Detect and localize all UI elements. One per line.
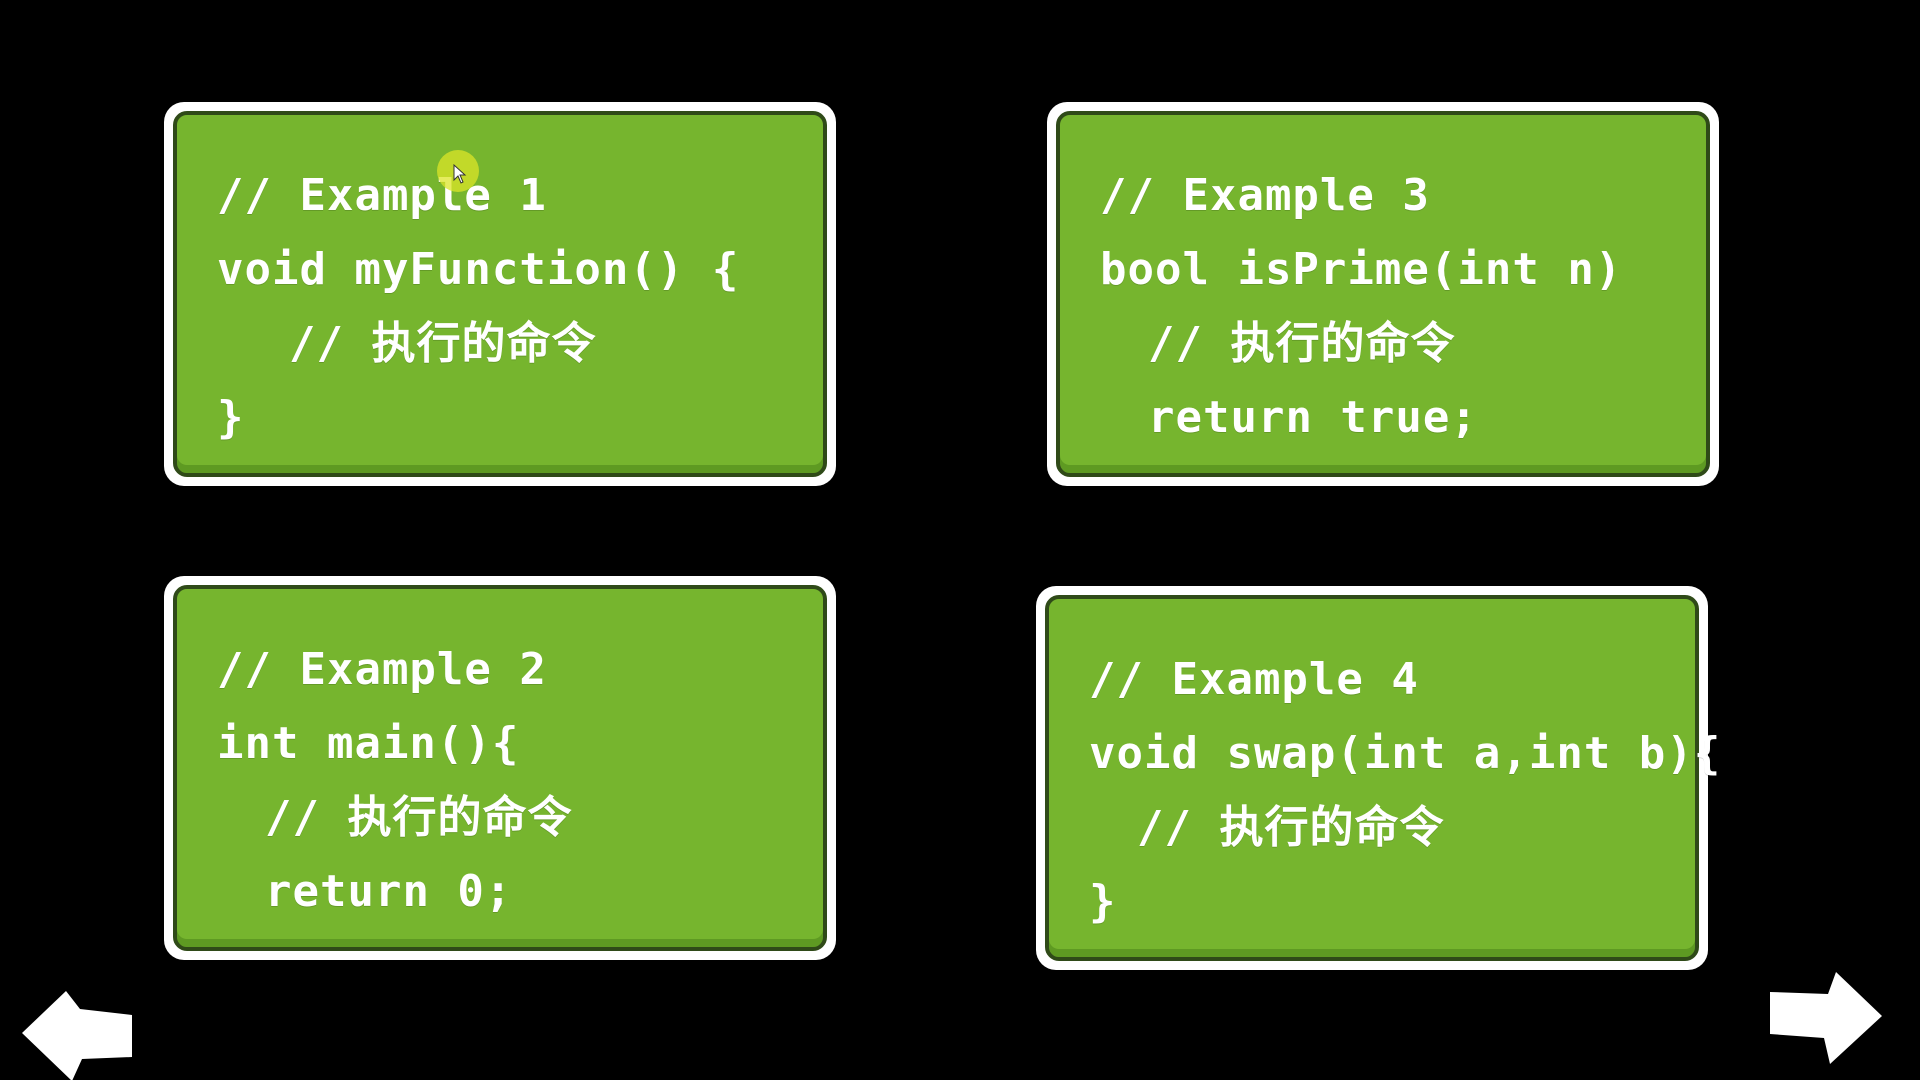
code-comment: // 执行的命令 — [1148, 318, 1456, 369]
code-card-body: // Example 4 void swap(int a,int b){ // … — [1045, 595, 1722, 961]
code-line: int main(){ — [217, 718, 520, 769]
code-card-example-1: // Example 1 void myFunction() { // 执行的命… — [164, 102, 836, 486]
next-slide-button[interactable] — [1766, 968, 1886, 1078]
code-card-body: // Example 2 int main(){ // 执行的命令 return… — [173, 585, 827, 951]
mouse-cursor-highlight — [437, 150, 479, 192]
code-comment: // 执行的命令 — [1137, 802, 1445, 853]
cursor-arrow-icon — [453, 164, 467, 184]
code-line: } — [1089, 876, 1117, 927]
code-line: void swap(int a,int b){ — [1089, 728, 1722, 779]
code-line: return 0; — [265, 866, 513, 917]
code-line: bool isPrime(int n) — [1100, 244, 1623, 295]
code-card-example-4: // Example 4 void swap(int a,int b){ // … — [1036, 586, 1722, 970]
code-card-body: // Example 1 void myFunction() { // 执行的命… — [173, 111, 827, 477]
prev-slide-button[interactable] — [18, 985, 138, 1080]
code-card-body: // Example 3 bool isPrime(int n) // 执行的命… — [1056, 111, 1710, 477]
code-comment-title: // Example 1 — [217, 170, 547, 221]
code-card-example-3: // Example 3 bool isPrime(int n) // 执行的命… — [1047, 102, 1719, 486]
code-line: void myFunction() { — [217, 244, 740, 295]
code-comment: // 执行的命令 — [265, 792, 573, 843]
code-comment-title: // Example 3 — [1100, 170, 1430, 221]
code-line: } — [217, 392, 245, 443]
code-card-example-2: // Example 2 int main(){ // 执行的命令 return… — [164, 576, 836, 960]
code-comment: // 执行的命令 — [289, 318, 597, 369]
arrow-left-icon — [22, 991, 132, 1080]
code-comment-title: // Example 2 — [217, 644, 547, 695]
code-line: return true; — [1148, 392, 1478, 443]
arrow-right-icon — [1770, 972, 1882, 1064]
code-comment-title: // Example 4 — [1089, 654, 1419, 705]
